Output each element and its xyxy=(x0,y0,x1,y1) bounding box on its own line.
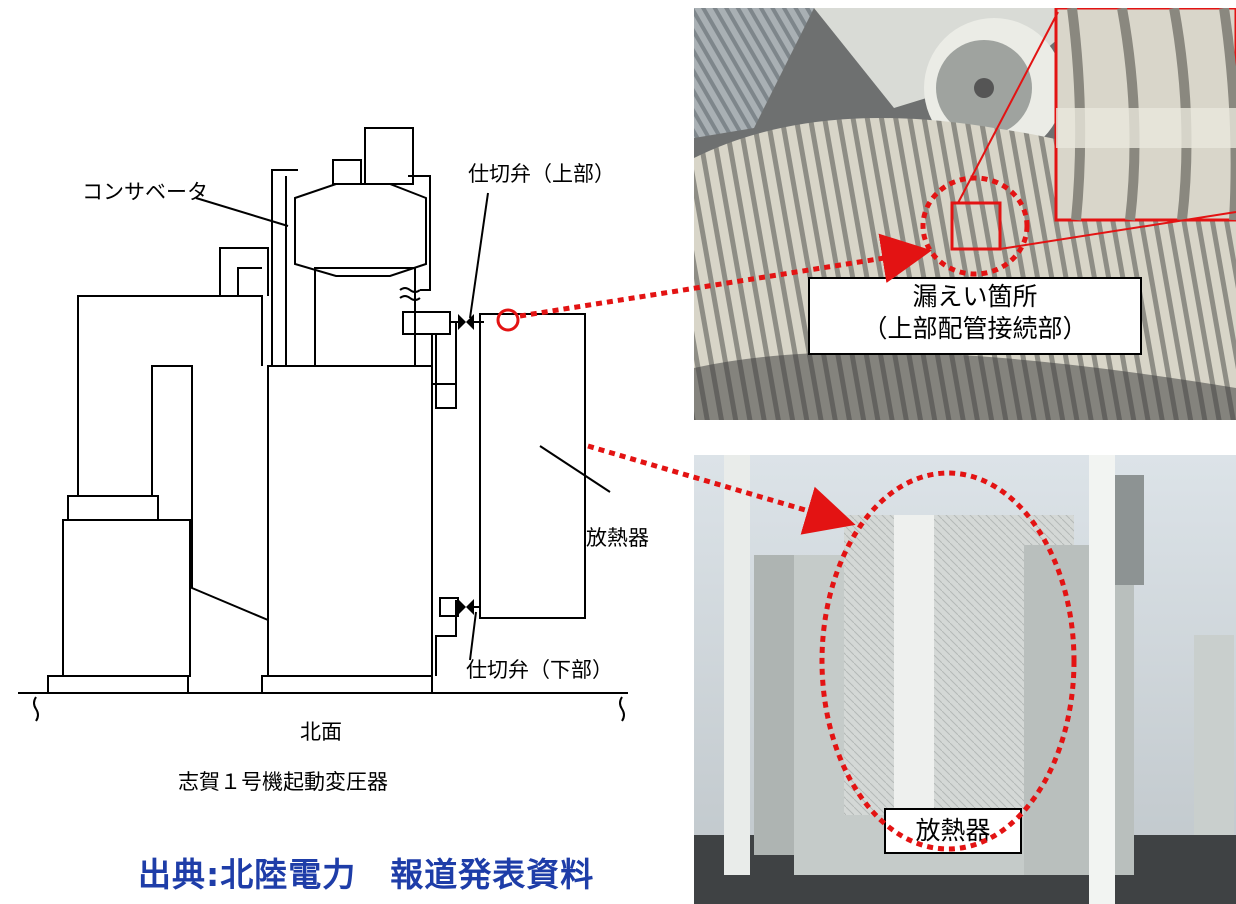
diagram-caption: 志賀１号機起動変圧器 xyxy=(178,770,388,794)
leak-location-title: 漏えい箇所 xyxy=(912,282,1038,311)
leak-location-detail: （上部配管接続部） xyxy=(862,314,1088,343)
label-north-face: 北面 xyxy=(300,720,342,744)
leak-location-photo xyxy=(694,8,1236,420)
gate-valve-lower-icon xyxy=(458,599,474,615)
label-gate-valve-lower: 仕切弁（下部） xyxy=(466,658,613,682)
label-gate-valve-upper: 仕切弁（上部） xyxy=(468,162,615,186)
radiator-callout: 放熱器 xyxy=(884,808,1022,854)
label-radiator: 放熱器 xyxy=(586,526,649,550)
leak-location-callout: 漏えい箇所 （上部配管接続部） xyxy=(808,277,1142,355)
transformer-line-diagram xyxy=(18,127,628,722)
label-conservator: コンサベータ xyxy=(82,180,208,204)
source-credit: 出典:北陸電力 報道発表資料 xyxy=(138,855,595,894)
gate-valve-upper-icon xyxy=(458,314,474,330)
